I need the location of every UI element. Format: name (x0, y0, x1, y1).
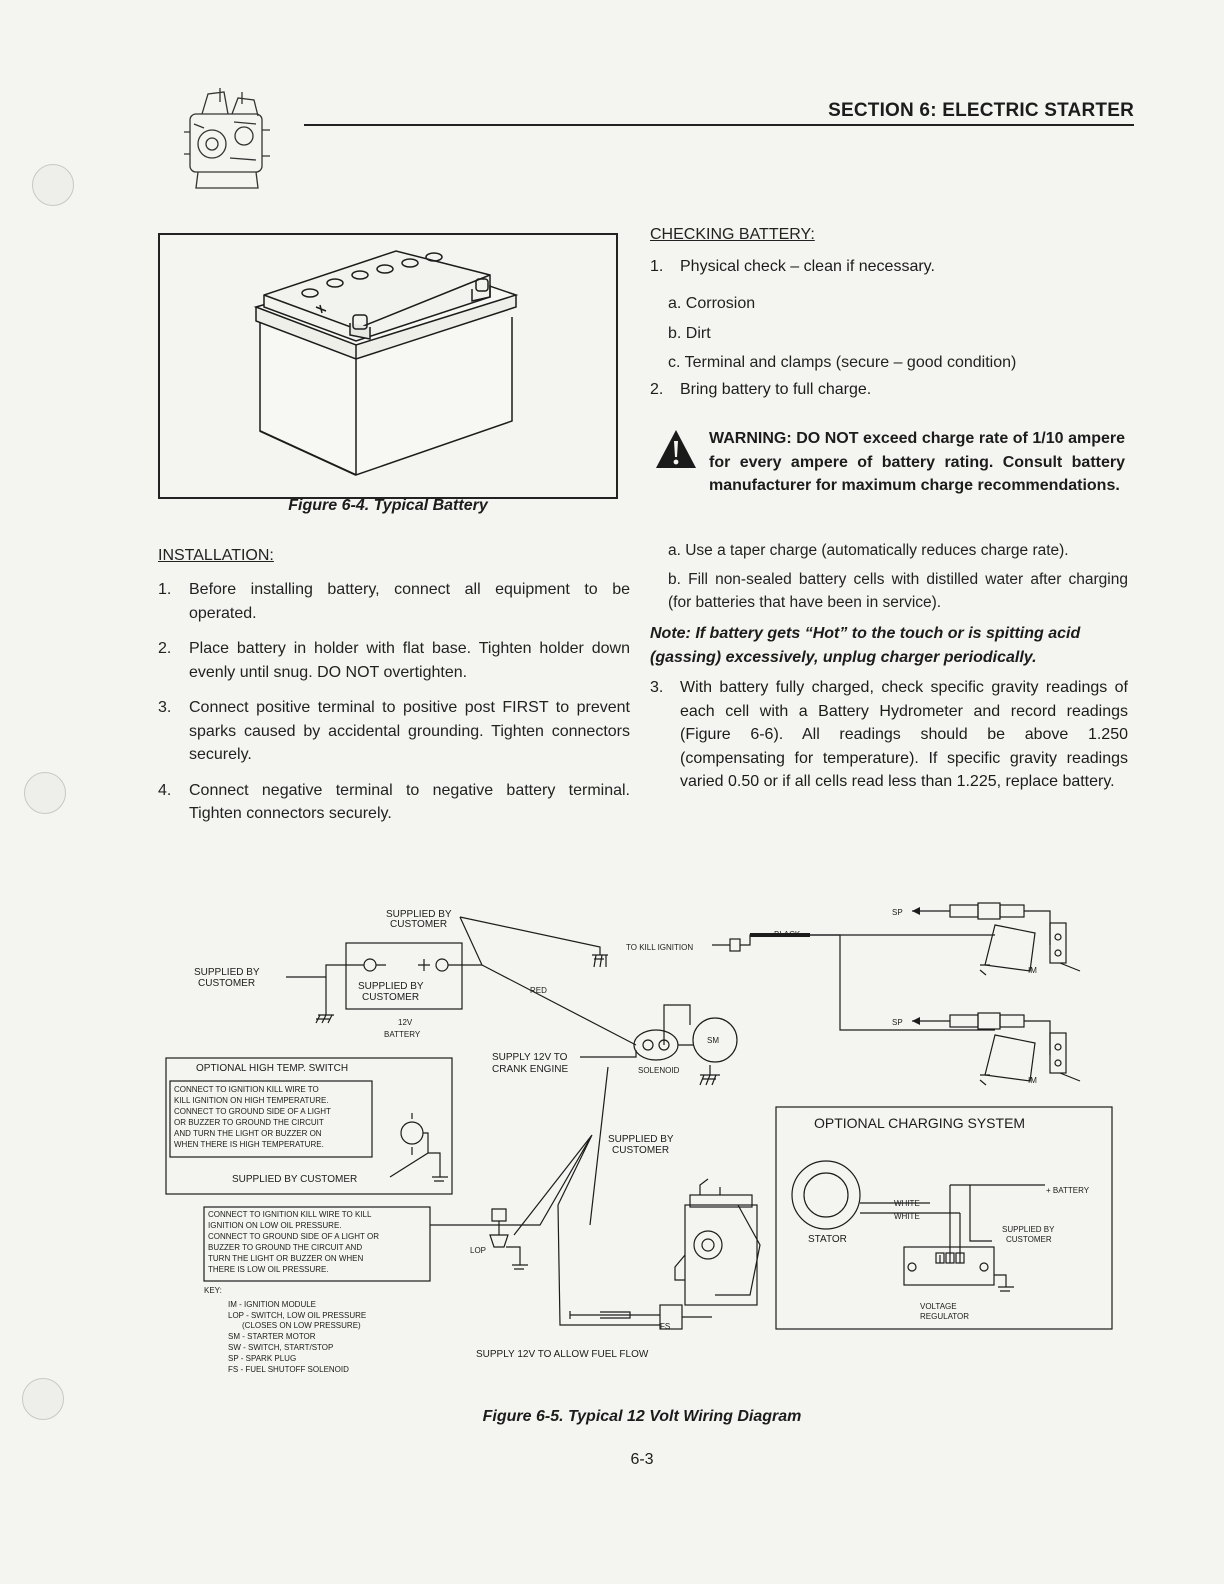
label-key: KEY: (204, 1286, 222, 1295)
list-item: 4.Connect negative terminal to negative … (158, 781, 630, 823)
label-im: IM (1028, 1076, 1037, 1085)
checking-sub-b: b. Dirt (668, 325, 711, 342)
key-item: IM - IGNITION MODULE (228, 1300, 316, 1309)
label-plus-battery: + BATTERY (1046, 1186, 1090, 1195)
label-customer: CUSTOMER (390, 919, 447, 930)
charge-sub-b: b. Fill non-sealed battery cells with di… (668, 571, 1128, 611)
label-supplied-by-customer: SUPPLIED BY CUSTOMER (232, 1174, 357, 1185)
label-im: IM (1028, 966, 1037, 975)
high-temp-note-line: AND TURN THE LIGHT OR BUZZER ON (174, 1129, 322, 1138)
checking-sub-c: c. Terminal and clamps (secure – good co… (668, 354, 1017, 371)
high-temp-note-line: CONNECT TO GROUND SIDE OF A LIGHT (174, 1107, 331, 1116)
key-item: SP - SPARK PLUG (228, 1354, 296, 1363)
key-item: LOP - SWITCH, LOW OIL PRESSURE (228, 1311, 366, 1320)
key-item: SW - SWITCH, START/STOP (228, 1343, 333, 1352)
low-oil-note-line: CONNECT TO IGNITION KILL WIRE TO KILL (208, 1210, 372, 1219)
high-temp-note-line: WHEN THERE IS HIGH TEMPERATURE. (174, 1140, 324, 1149)
list-item: 2.Place battery in holder with flat base… (158, 640, 630, 681)
label-solenoid: SOLENOID (638, 1066, 680, 1075)
label-sm: SM (707, 1036, 719, 1045)
installation-heading: INSTALLATION: (158, 547, 274, 564)
checking-item-3: 3. With battery fully charged, check spe… (650, 679, 1128, 790)
low-oil-note-line: TURN THE LIGHT OR BUZZER ON WHEN (208, 1254, 363, 1263)
punch-hole (22, 1378, 64, 1420)
warning-text: WARNING: DO NOT exceed charge rate of 1/… (709, 430, 1125, 494)
section-title: SECTION 6: ELECTRIC STARTER (828, 100, 1134, 121)
label-supply-fuel: SUPPLY 12V TO ALLOW FUEL FLOW (476, 1349, 649, 1360)
warning-triangle-icon (656, 430, 696, 468)
page-number: 6-3 (630, 1451, 654, 1468)
high-temp-note-line: CONNECT TO IGNITION KILL WIRE TO (174, 1085, 319, 1094)
label-optional-high-temp: OPTIONAL HIGH TEMP. SWITCH (196, 1063, 348, 1074)
label-white: WHITE (894, 1212, 920, 1221)
label-sp: SP (892, 908, 903, 917)
punch-hole (32, 164, 74, 206)
installation-list: 1.Before installing battery, connect all… (158, 578, 630, 838)
punch-hole (24, 772, 66, 814)
label-lop: LOP (470, 1246, 486, 1255)
label-voltage: VOLTAGE (920, 1302, 957, 1311)
battery-figure-caption: Figure 6-4. Typical Battery (288, 497, 488, 514)
label-12v: 12V (398, 1018, 413, 1027)
label-optional-charging: OPTIONAL CHARGING SYSTEM (814, 1115, 1025, 1131)
key-item: SM - STARTER MOTOR (228, 1332, 316, 1341)
label-battery: BATTERY (384, 1030, 421, 1039)
high-temp-note-line: OR BUZZER TO GROUND THE CIRCUIT (174, 1118, 324, 1127)
charge-sub-a: a. Use a taper charge (automatically red… (668, 542, 1069, 559)
key-item: (CLOSES ON LOW PRESSURE) (242, 1321, 361, 1330)
label-crank-engine: CRANK ENGINE (492, 1064, 568, 1075)
label-black: BLACK (774, 930, 801, 939)
label-customer: CUSTOMER (612, 1145, 669, 1156)
high-temp-note-line: KILL IGNITION ON HIGH TEMPERATURE. (174, 1096, 329, 1105)
label-red: RED (530, 986, 547, 995)
label-customer: CUSTOMER (198, 978, 255, 989)
label-to-kill-ignition: TO KILL IGNITION (626, 943, 693, 952)
label-stator: STATOR (808, 1234, 847, 1245)
label-customer: CUSTOMER (1006, 1235, 1052, 1244)
low-oil-note-line: BUZZER TO GROUND THE CIRCUIT AND (208, 1243, 362, 1252)
battery-illustration (253, 250, 519, 476)
label-supplied-by: SUPPLIED BY (358, 981, 424, 992)
header-rule (304, 124, 1134, 126)
low-oil-note-line: CONNECT TO GROUND SIDE OF A LIGHT OR (208, 1232, 379, 1241)
wiring-diagram: SUPPLIED BY CUSTOMER SUPPLIED BY CUSTOME… (165, 902, 1113, 1374)
label-regulator: REGULATOR (920, 1312, 969, 1321)
low-oil-note-line: THERE IS LOW OIL PRESSURE. (208, 1265, 329, 1274)
list-item: 3.Connect positive terminal to positive … (158, 699, 630, 763)
label-supplied-by: SUPPLIED BY (386, 909, 452, 920)
list-item: 1.Before installing battery, connect all… (158, 581, 630, 622)
label-white: WHITE (894, 1199, 920, 1208)
label-supplied-by: SUPPLIED BY (194, 967, 260, 978)
label-sp: SP (892, 1018, 903, 1027)
label-supply-12v-to: SUPPLY 12V TO (492, 1052, 568, 1063)
key-item: FS - FUEL SHUTOFF SOLENOID (228, 1365, 349, 1374)
checking-heading: CHECKING BATTERY: (650, 226, 815, 243)
label-customer: CUSTOMER (362, 992, 419, 1003)
low-oil-note-line: IGNITION ON LOW OIL PRESSURE. (208, 1221, 342, 1230)
label-supplied-by: SUPPLIED BY (608, 1134, 674, 1145)
label-fs: FS (660, 1322, 670, 1331)
checking-sub-a: a. Corrosion (668, 295, 756, 312)
label-supplied-by: SUPPLIED BY (1002, 1225, 1055, 1234)
wiring-figure-caption: Figure 6-5. Typical 12 Volt Wiring Diagr… (482, 1408, 802, 1425)
engine-logo (184, 88, 270, 189)
note-text: Note: If battery gets “Hot” to the touch… (650, 625, 1081, 666)
battery-figure-box (158, 233, 618, 499)
